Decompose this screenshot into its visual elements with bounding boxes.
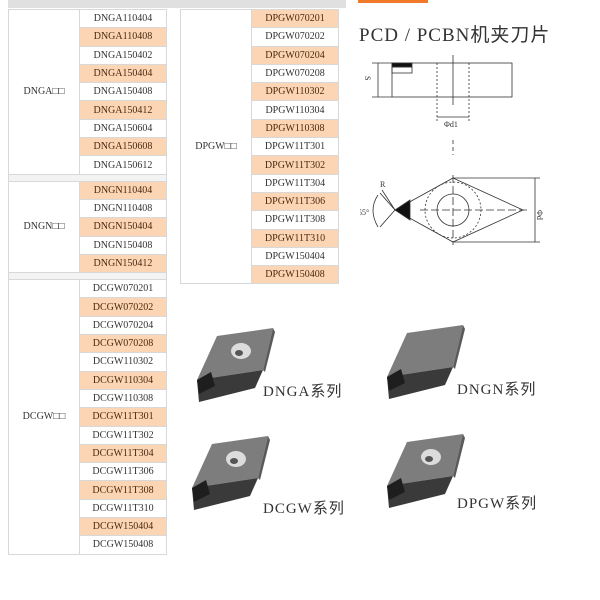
product-code: DNGA150402 (79, 45, 167, 65)
product-code: DNGA150408 (79, 82, 167, 102)
page-title: PCD / PCBN机夹刀片 (359, 25, 551, 46)
product-code: DPGW11T308 (251, 210, 339, 230)
product-code: DCGW070201 (79, 279, 167, 299)
product-code: DNGN110404 (79, 180, 167, 200)
insert-image (387, 434, 465, 508)
product-code: DPGW11T301 (251, 137, 339, 157)
product-code: DCGW11T304 (79, 443, 167, 464)
product-code: DCGW070202 (79, 297, 167, 317)
product-code: DNGA150604 (79, 118, 167, 139)
insert-series-label: DPGW系列 (457, 496, 538, 512)
product-code: DNGN150412 (79, 253, 167, 274)
table-row: DNGA150612 (9, 155, 167, 175)
table-row: DNGN150408 (9, 235, 167, 255)
product-code: DPGW070201 (251, 8, 339, 29)
group-label: DNGA□□ (8, 9, 80, 175)
table-row: DPGW□□DPGW070201 (180, 8, 339, 285)
product-code: DNGA150608 (79, 137, 167, 157)
product-code: DPGW110308 (251, 118, 339, 139)
table-row: DCGW110304 (9, 370, 167, 390)
product-code: DCGW150404 (79, 517, 167, 537)
table-row: DPGW11T310 (181, 228, 339, 248)
dim-d1-label: Φd1 (444, 120, 458, 129)
dim-d-label: Φd (535, 210, 544, 220)
product-code: DPGW150404 (251, 246, 339, 267)
product-code: DPGW11T306 (251, 191, 339, 212)
product-code: DPGW070204 (251, 45, 339, 65)
group-separator (8, 272, 167, 281)
group-label: DCGW□□ (8, 279, 80, 555)
table-row: DNGA□□DNGA110404 (8, 8, 167, 175)
product-code: DCGW110302 (79, 352, 167, 372)
product-code: DPGW11T302 (251, 155, 339, 175)
product-code: DNGA110404 (79, 8, 167, 29)
table-row: DPGW110308 (181, 118, 339, 139)
dim-s-label: S (363, 76, 372, 80)
product-code: DPGW150408 (251, 265, 339, 285)
table-row: DPGW150408 (181, 265, 339, 285)
product-code: DNGN150408 (79, 235, 167, 255)
insert-series-label: DNGA系列 (263, 384, 343, 400)
table-row: DCGW070208 (9, 334, 167, 354)
product-code: DNGA150612 (79, 155, 167, 175)
accent-line (358, 0, 428, 3)
table-row: DNGN150404 (9, 217, 167, 237)
product-code: DNGA110408 (79, 27, 167, 47)
product-code: DPGW11T304 (251, 173, 339, 193)
dim-angle-label: 55° (360, 208, 369, 217)
table-row: DCGW150408 (9, 535, 167, 555)
product-code: DNGA150412 (79, 100, 167, 120)
table-row: DNGA150608 (9, 137, 167, 157)
dim-r-label: R (380, 180, 386, 189)
table-row: DCGW11T301 (9, 407, 167, 427)
product-code: DCGW070208 (79, 334, 167, 354)
table-row: DNGN□□DNGN110404 (8, 180, 167, 274)
table-row: DPGW11T302 (181, 155, 339, 175)
product-code: DNGA150404 (79, 63, 167, 84)
product-code: DCGW150408 (79, 535, 167, 555)
product-code: DCGW11T302 (79, 425, 167, 445)
product-code: DPGW070208 (251, 63, 339, 84)
table-row: DCGW150404 (9, 517, 167, 537)
product-code: DPGW110304 (251, 100, 339, 120)
table-row: DCGW11T308 (9, 480, 167, 500)
product-code: DPGW110302 (251, 82, 339, 102)
insert-image (387, 325, 465, 399)
table-row: DNGA110408 (9, 27, 167, 47)
insert-image (192, 436, 270, 510)
product-code: DNGN150404 (79, 217, 167, 237)
product-code: DNGN110408 (79, 198, 167, 219)
product-code: DCGW11T310 (79, 498, 167, 519)
product-code: DCGW070204 (79, 315, 167, 336)
table-row: DCGW070202 (9, 297, 167, 317)
product-code: DPGW11T310 (251, 228, 339, 248)
insert-series-label: DCGW系列 (263, 501, 345, 517)
table-row: DNGN110408 (9, 198, 167, 219)
side-view: S Φd1 (363, 55, 513, 129)
table-row: DPGW11T306 (181, 191, 339, 212)
table-row: DPGW070204 (181, 45, 339, 65)
insert-dimension-diagram: S Φd1 Φd R 55° (360, 55, 544, 245)
table-row: DCGW□□DCGW070201 (8, 279, 167, 555)
table-row: DNGA150404 (9, 63, 167, 84)
table-header-bar (8, 0, 346, 8)
table-row: DCGW11T304 (9, 443, 167, 464)
product-code: DCGW110304 (79, 370, 167, 390)
insert-image (197, 328, 275, 402)
product-code: DPGW070202 (251, 27, 339, 47)
product-code: DCGW11T301 (79, 407, 167, 427)
table-row: DNGN150412 (9, 253, 167, 274)
group-separator (8, 173, 167, 182)
product-code: DCGW11T308 (79, 480, 167, 500)
group-label: DPGW□□ (180, 8, 252, 285)
insert-series-label: DNGN系列 (457, 382, 537, 398)
top-view: Φd R 55° (360, 140, 544, 245)
group-label: DNGN□□ (8, 180, 80, 274)
table-row: DNGA150412 (9, 100, 167, 120)
product-code: DCGW11T306 (79, 462, 167, 482)
product-code: DCGW110308 (79, 388, 167, 409)
